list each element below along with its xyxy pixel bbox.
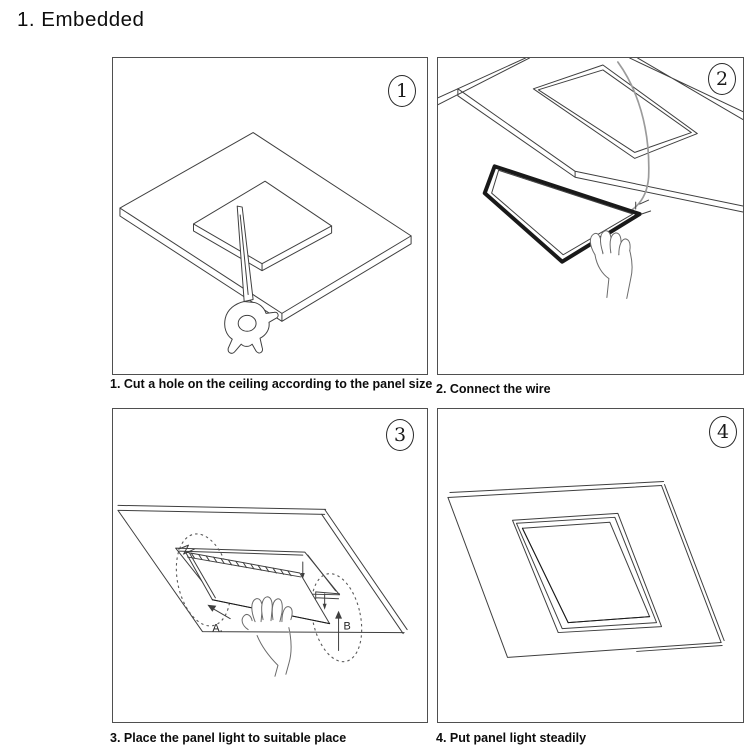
spring-clips xyxy=(300,561,327,610)
ceiling-tile xyxy=(447,481,725,658)
step-number-badge: 2 xyxy=(708,63,736,95)
step-panel-3: A. B 3 xyxy=(112,408,428,723)
ceiling-hole xyxy=(175,547,341,600)
installed-panel-light xyxy=(512,512,663,634)
step-number: 3 xyxy=(393,424,407,446)
cut-hole-illustration xyxy=(119,132,412,354)
step-panel-4: 4 xyxy=(437,408,744,723)
step-panel-2: 2 xyxy=(437,57,744,375)
arrow-b: B xyxy=(335,610,351,651)
place-panel-illustration: A. B xyxy=(117,504,408,677)
ceiling-tile xyxy=(117,504,408,635)
rotation-guide-ellipse-b xyxy=(310,573,363,663)
step-caption-1: 1. Cut a hole on the ceiling according t… xyxy=(110,377,433,391)
step-number-badge: 1 xyxy=(388,75,416,107)
step-number: 4 xyxy=(716,421,730,443)
spring-clip xyxy=(635,199,652,215)
ceiling-slab xyxy=(438,58,743,213)
step-caption-2: 2. Connect the wire xyxy=(436,382,551,396)
step-caption-3: 3. Place the panel light to suitable pla… xyxy=(110,731,347,745)
step-number-badge: 4 xyxy=(709,416,737,448)
connect-wire-illustration xyxy=(438,58,743,299)
hand-icon xyxy=(241,596,293,677)
cut-square-piece xyxy=(192,180,333,272)
ceiling-hole xyxy=(532,64,698,159)
label-b: B xyxy=(344,621,351,633)
installed-panel-illustration xyxy=(447,481,725,658)
hand-icon xyxy=(589,230,633,299)
clip-scribble xyxy=(178,544,195,555)
step-number-badge: 3 xyxy=(386,419,414,451)
step-number: 1 xyxy=(395,80,409,102)
step-panel-1: 1 xyxy=(112,57,428,375)
step-number: 2 xyxy=(715,68,729,90)
keyhole-saw-icon xyxy=(224,205,279,354)
step-caption-4: 4. Put panel light steadily xyxy=(436,731,587,745)
arrow-a: A. xyxy=(207,604,231,635)
page-title: 1. Embedded xyxy=(17,8,145,31)
frame-screws xyxy=(502,175,613,247)
label-a: A. xyxy=(212,623,222,635)
